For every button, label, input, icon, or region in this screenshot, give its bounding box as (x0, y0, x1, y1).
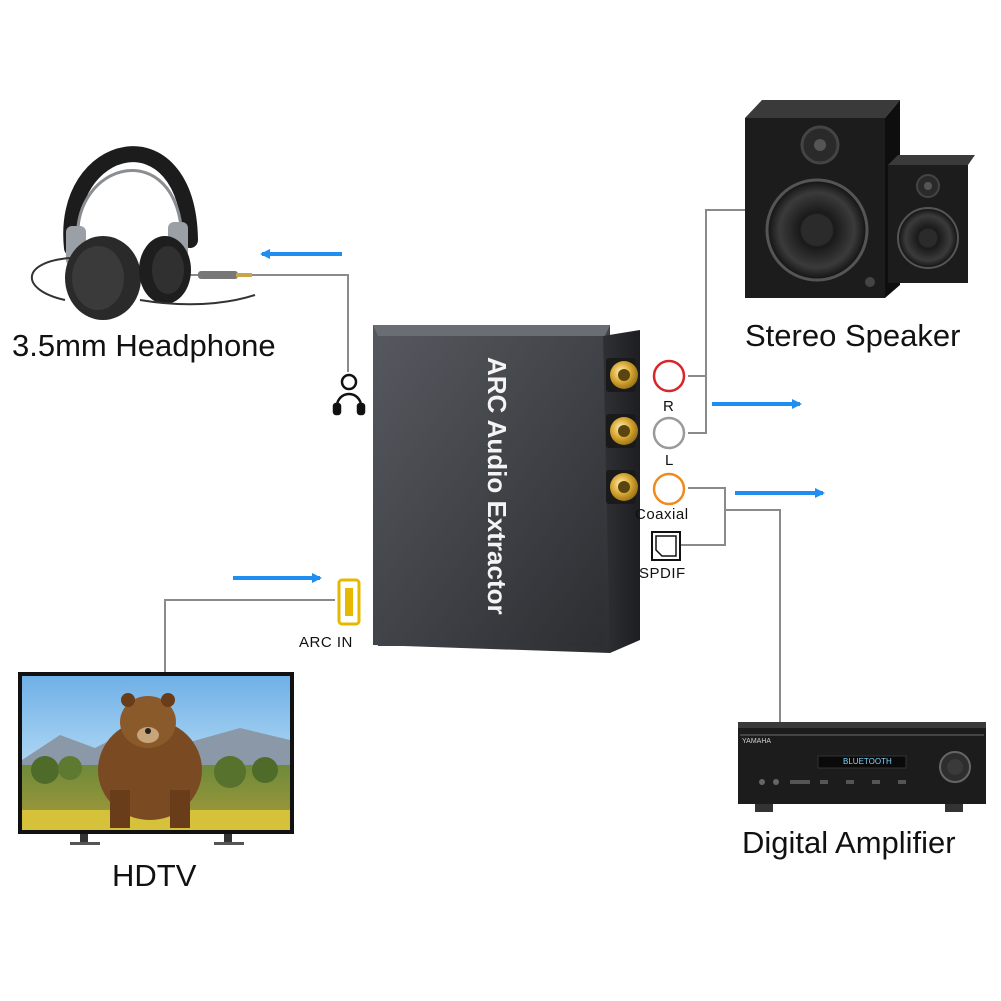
stereo-speaker-image (745, 100, 975, 298)
signal-arrows (233, 249, 825, 583)
hdtv-label: HDTV (112, 858, 197, 893)
headphone-label: 3.5mm Headphone (12, 328, 276, 363)
rca-jack-r (606, 358, 638, 392)
headphone-icon (332, 373, 366, 416)
rca-jack-coaxial (606, 470, 638, 504)
port-ring-l (652, 416, 686, 450)
optical-port-icon (651, 531, 681, 561)
amp-brand: YAMAHA (742, 738, 772, 745)
arc-audio-extractor-device (373, 325, 640, 653)
hdmi-port-icon (337, 578, 361, 626)
port-ring-r (652, 359, 686, 393)
port-label-arc-in: ARC IN (299, 634, 353, 651)
speaker-wire-l (688, 376, 707, 434)
headphone-image (30, 146, 256, 320)
amplifier-label: Digital Amplifier (742, 825, 956, 860)
port-label-coaxial: Coaxial (635, 506, 689, 523)
amp-wire-coax (688, 487, 726, 510)
port-label-r: R (663, 398, 675, 415)
wires (164, 209, 781, 722)
port-ring-coaxial (652, 472, 686, 506)
extractor-title: ARC Audio Extractor (482, 357, 512, 615)
amp-wire-spdif (680, 509, 781, 722)
speaker-wire (688, 209, 745, 377)
rca-jack-l (606, 414, 638, 448)
port-label-l: L (665, 452, 674, 469)
hdtv-image (18, 672, 294, 845)
speaker-label: Stereo Speaker (745, 318, 961, 353)
digital-amplifier-image (738, 722, 986, 812)
amp-screen-text: BLUETOOTH (843, 757, 892, 766)
port-label-spdif: SPDIF (639, 565, 686, 582)
hdtv-wire (164, 599, 335, 672)
